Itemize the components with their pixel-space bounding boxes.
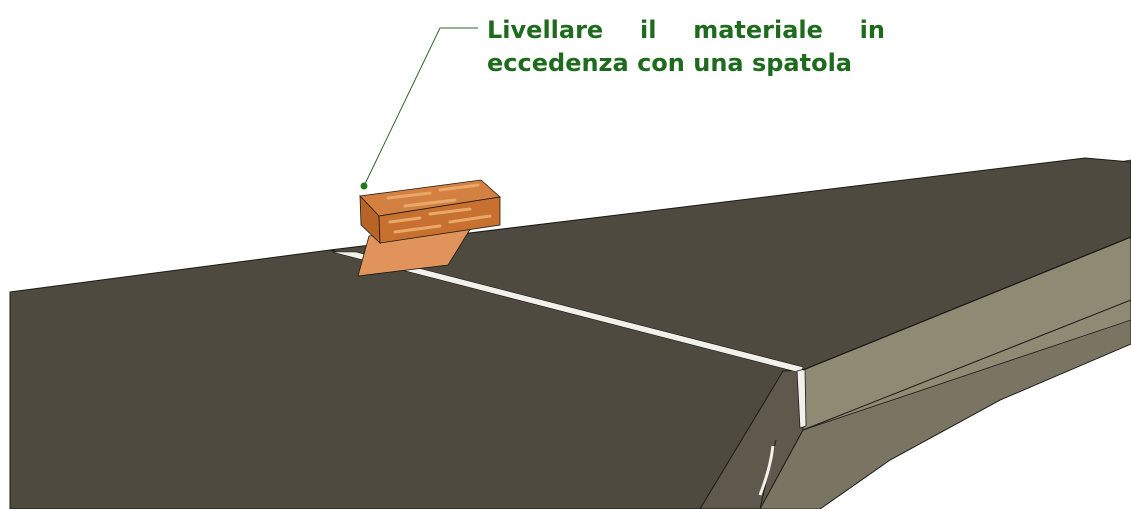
annotation-word: in: [859, 16, 885, 44]
joint-strip: [331, 251, 804, 374]
slab-edge-line: [802, 236, 1131, 371]
joint-end-face: [796, 368, 807, 429]
leader-dot: [360, 182, 368, 190]
annotation-word: materiale: [693, 16, 823, 44]
annotation-line-2: eccedenza con una spatola: [487, 49, 852, 77]
annotation-line-1: Livellare il materiale in: [487, 14, 885, 47]
annotation-word: il: [639, 16, 657, 44]
beam-highlight: [758, 445, 775, 496]
wood-grain: [386, 183, 492, 234]
slab-edge-line-2: [802, 299, 1131, 431]
leader-line: [363, 27, 478, 187]
annotation-label: Livellare il materiale in eccedenza con …: [487, 14, 885, 80]
annotation-word: Livellare: [487, 16, 604, 44]
